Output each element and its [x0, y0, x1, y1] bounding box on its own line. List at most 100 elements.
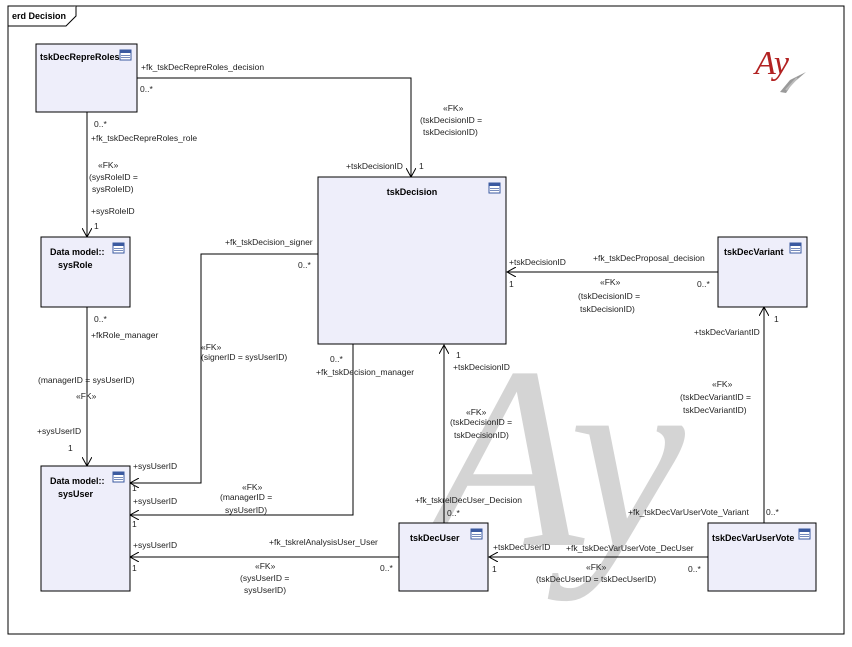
connector-label: 1: [509, 279, 514, 289]
connector-label: 0..*: [447, 508, 460, 518]
entity-decuser[interactable]: tskDecUser: [398, 522, 489, 592]
connector-label: 1: [419, 161, 424, 171]
connector-label: «FK»: [76, 391, 97, 401]
connector-label: +tskDecisionID: [453, 362, 510, 372]
connector-label: +fk_tskDecision_signer: [225, 237, 313, 247]
entity-title: tskDecision: [387, 187, 438, 197]
entity-title: sysUser: [58, 489, 94, 499]
connector-label: «FK»: [443, 103, 464, 113]
table-icon: [119, 49, 132, 61]
entity-user[interactable]: Data model::sysUser: [40, 465, 131, 592]
connector-label: +sysRoleID: [91, 206, 135, 216]
connector-label: sysUserID): [225, 505, 267, 515]
entity-vote[interactable]: tskDecVarUserVote: [707, 522, 817, 592]
diagram-frame: [7, 5, 845, 635]
connector-label: (tskDecUserID = tskDecUserID): [536, 574, 656, 584]
connector-label: +fk_tskDecRepreRoles_role: [91, 133, 197, 143]
connector-label: 0..*: [697, 279, 710, 289]
connector-label: 1: [94, 221, 99, 231]
table-icon: [488, 182, 501, 194]
connector-label: +fk_tskDecVarUserVote_DecUser: [566, 543, 694, 553]
entity-title: tskDecUser: [410, 533, 460, 543]
connector-label: tskDecisionID): [580, 304, 635, 314]
entity-role[interactable]: Data model::sysRole: [40, 236, 131, 308]
connector-label: «FK»: [712, 379, 733, 389]
connector-label: sysRoleID): [92, 184, 134, 194]
entity-variant[interactable]: tskDecVariant: [717, 236, 808, 308]
connector-label: tskDecisionID): [423, 127, 478, 137]
connector-label: +sysUserID: [133, 540, 177, 550]
frame-title-tab: [8, 6, 77, 27]
connector-label: 1: [774, 314, 779, 324]
table-icon: [112, 242, 125, 254]
connector-label: 1: [132, 483, 137, 493]
connector-label: (sysUserID =: [240, 573, 289, 583]
connector-label: +fk_tskrelDecUser_Decision: [415, 495, 522, 505]
entity-title: tskDecVariant: [724, 247, 784, 257]
connector-label: +tskDecisionID: [346, 161, 403, 171]
connector-label: 0..*: [766, 507, 779, 517]
connector-label: 1: [492, 564, 497, 574]
table-icon: [112, 471, 125, 483]
frame-title: erd Decision: [12, 11, 66, 21]
connector-label: 0..*: [94, 314, 107, 324]
entity-title: Data model::: [50, 476, 105, 486]
connector-label: 0..*: [94, 119, 107, 129]
connector-label: «FK»: [98, 160, 119, 170]
connector-label: 1: [132, 563, 137, 573]
connector-label: (tskDecisionID =: [450, 417, 512, 427]
connector-label: (managerID = sysUserID): [38, 375, 135, 385]
entity-box: [317, 176, 507, 345]
brand-logo: Ay: [753, 45, 806, 93]
entity-box: [40, 465, 131, 592]
table-icon: [798, 528, 811, 540]
connector-label: (managerID =: [220, 492, 272, 502]
connector-label: «FK»: [242, 482, 263, 492]
connector-label: 0..*: [330, 354, 343, 364]
entity-title: tskDecVarUserVote: [712, 533, 794, 543]
connector-label: +tskDecVariantID: [694, 327, 760, 337]
entity-title: Data model::: [50, 247, 105, 257]
entity-box: [707, 522, 817, 592]
connector-label: +tskDecisionID: [509, 257, 566, 267]
connector-label: (tskDecisionID =: [420, 115, 482, 125]
connector-label: +fk_tskrelAnalysisUser_User: [269, 537, 378, 547]
connector-label: +fk_tskDecVarUserVote_Variant: [628, 507, 750, 517]
connector-label: 1: [68, 443, 73, 453]
connector-label: «FK»: [255, 561, 276, 571]
connector-label: +fk_tskDecision_manager: [316, 367, 414, 377]
connector-label: 0..*: [298, 260, 311, 270]
connector-label: «FK»: [466, 407, 487, 417]
relationship-lines: [87, 77, 764, 557]
connector-label: +sysUserID: [37, 426, 81, 436]
table-icon: [789, 242, 802, 254]
connector-label: 0..*: [140, 84, 153, 94]
connector-label: tskDecVariantID): [683, 405, 747, 415]
entity-title: sysRole: [58, 260, 93, 270]
connector-label: 0..*: [688, 564, 701, 574]
connector-label: (tskDecisionID =: [578, 291, 640, 301]
entity-repre[interactable]: tskDecRepreRoles: [35, 43, 138, 113]
svg-text:Ay: Ay: [753, 45, 790, 82]
connector-label: +fk_tskDecRepreRoles_decision: [141, 62, 264, 72]
connector-label: «FK»: [201, 342, 222, 352]
connector-label: (signerID = sysUserID): [201, 352, 287, 362]
table-icon: [470, 528, 483, 540]
link-decision-signer: [130, 253, 318, 483]
connector-label: 0..*: [380, 563, 393, 573]
entity-title: tskDecRepreRoles: [40, 52, 120, 62]
connector-label: 1: [132, 519, 137, 529]
connector-label: «FK»: [586, 562, 607, 572]
connector-label: (tskDecVariantID =: [680, 392, 751, 402]
connector-label: +fkRole_manager: [91, 330, 159, 340]
link-decision-manager: [130, 344, 354, 515]
connector-label: tskDecisionID): [454, 430, 509, 440]
connector-label: 1: [456, 350, 461, 360]
connector-label: sysUserID): [244, 585, 286, 595]
link-repre-decision: [137, 77, 411, 177]
entity-decision[interactable]: tskDecision: [317, 176, 507, 345]
connector-label: «FK»: [600, 277, 621, 287]
connector-label: +sysUserID: [133, 496, 177, 506]
